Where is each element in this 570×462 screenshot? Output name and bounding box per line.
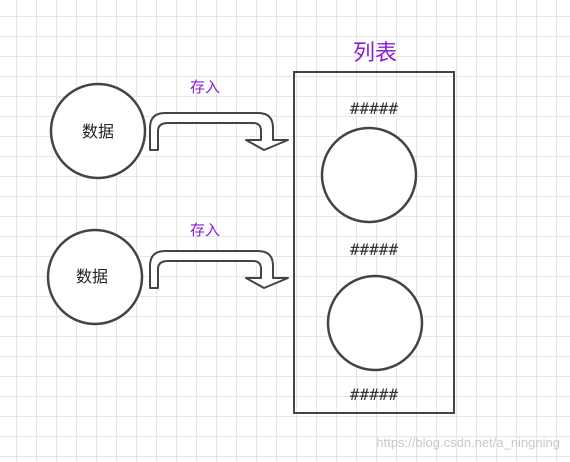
data-node-1-label: 数据 (82, 122, 114, 141)
list-container (293, 71, 455, 414)
arrow-icon-2 (149, 250, 289, 289)
separator-bottom: ##### (350, 385, 399, 404)
store-label-1: 存入 (190, 78, 220, 96)
data-node-1 (49, 82, 147, 180)
store-label-2: 存入 (190, 221, 220, 239)
list-title: 列表 (353, 41, 397, 66)
watermark-text: https://blog.csdn.net/a_ningning (376, 435, 560, 450)
data-node-2 (46, 228, 144, 326)
data-node-2-label: 数据 (76, 267, 108, 286)
list-item-circle-2 (326, 274, 424, 372)
separator-middle: ##### (350, 240, 399, 259)
arrow-icon-1 (149, 112, 289, 151)
list-item-circle-1 (320, 126, 418, 224)
separator-top: ##### (350, 99, 399, 118)
